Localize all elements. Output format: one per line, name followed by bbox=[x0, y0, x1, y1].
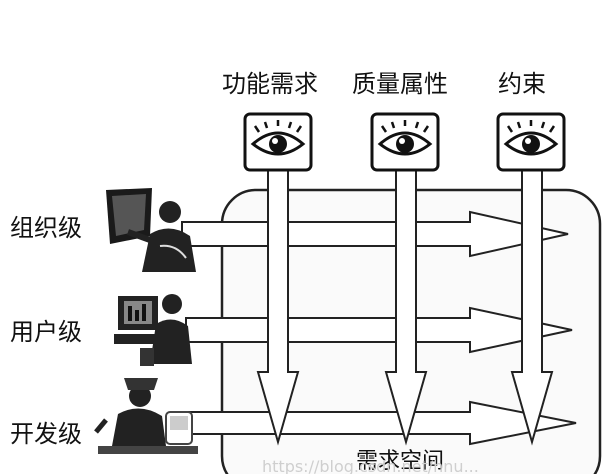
row-label-organization: 组织级 bbox=[10, 214, 82, 242]
vertical-arrow-quality bbox=[384, 165, 428, 446]
watermark: https://blog.csdn.net/hnu... bbox=[262, 457, 479, 474]
person-at-desk-icon bbox=[94, 378, 198, 454]
person-at-board-icon bbox=[106, 188, 196, 272]
eye-icon bbox=[370, 112, 440, 172]
column-label-constraint: 约束 bbox=[498, 70, 546, 98]
eye-icon bbox=[243, 112, 313, 172]
requirement-space-label: 需求空间 bbox=[356, 449, 444, 474]
person-at-computer-icon bbox=[114, 294, 192, 366]
row-label-developer: 开发级 bbox=[10, 420, 82, 448]
eye-icon bbox=[496, 112, 566, 172]
row-label-user: 用户级 bbox=[10, 318, 82, 346]
column-label-functional: 功能需求 bbox=[222, 70, 318, 98]
vertical-arrow-constraint bbox=[510, 165, 554, 446]
column-label-quality: 质量属性 bbox=[352, 70, 448, 98]
vertical-arrow-functional bbox=[256, 165, 300, 446]
